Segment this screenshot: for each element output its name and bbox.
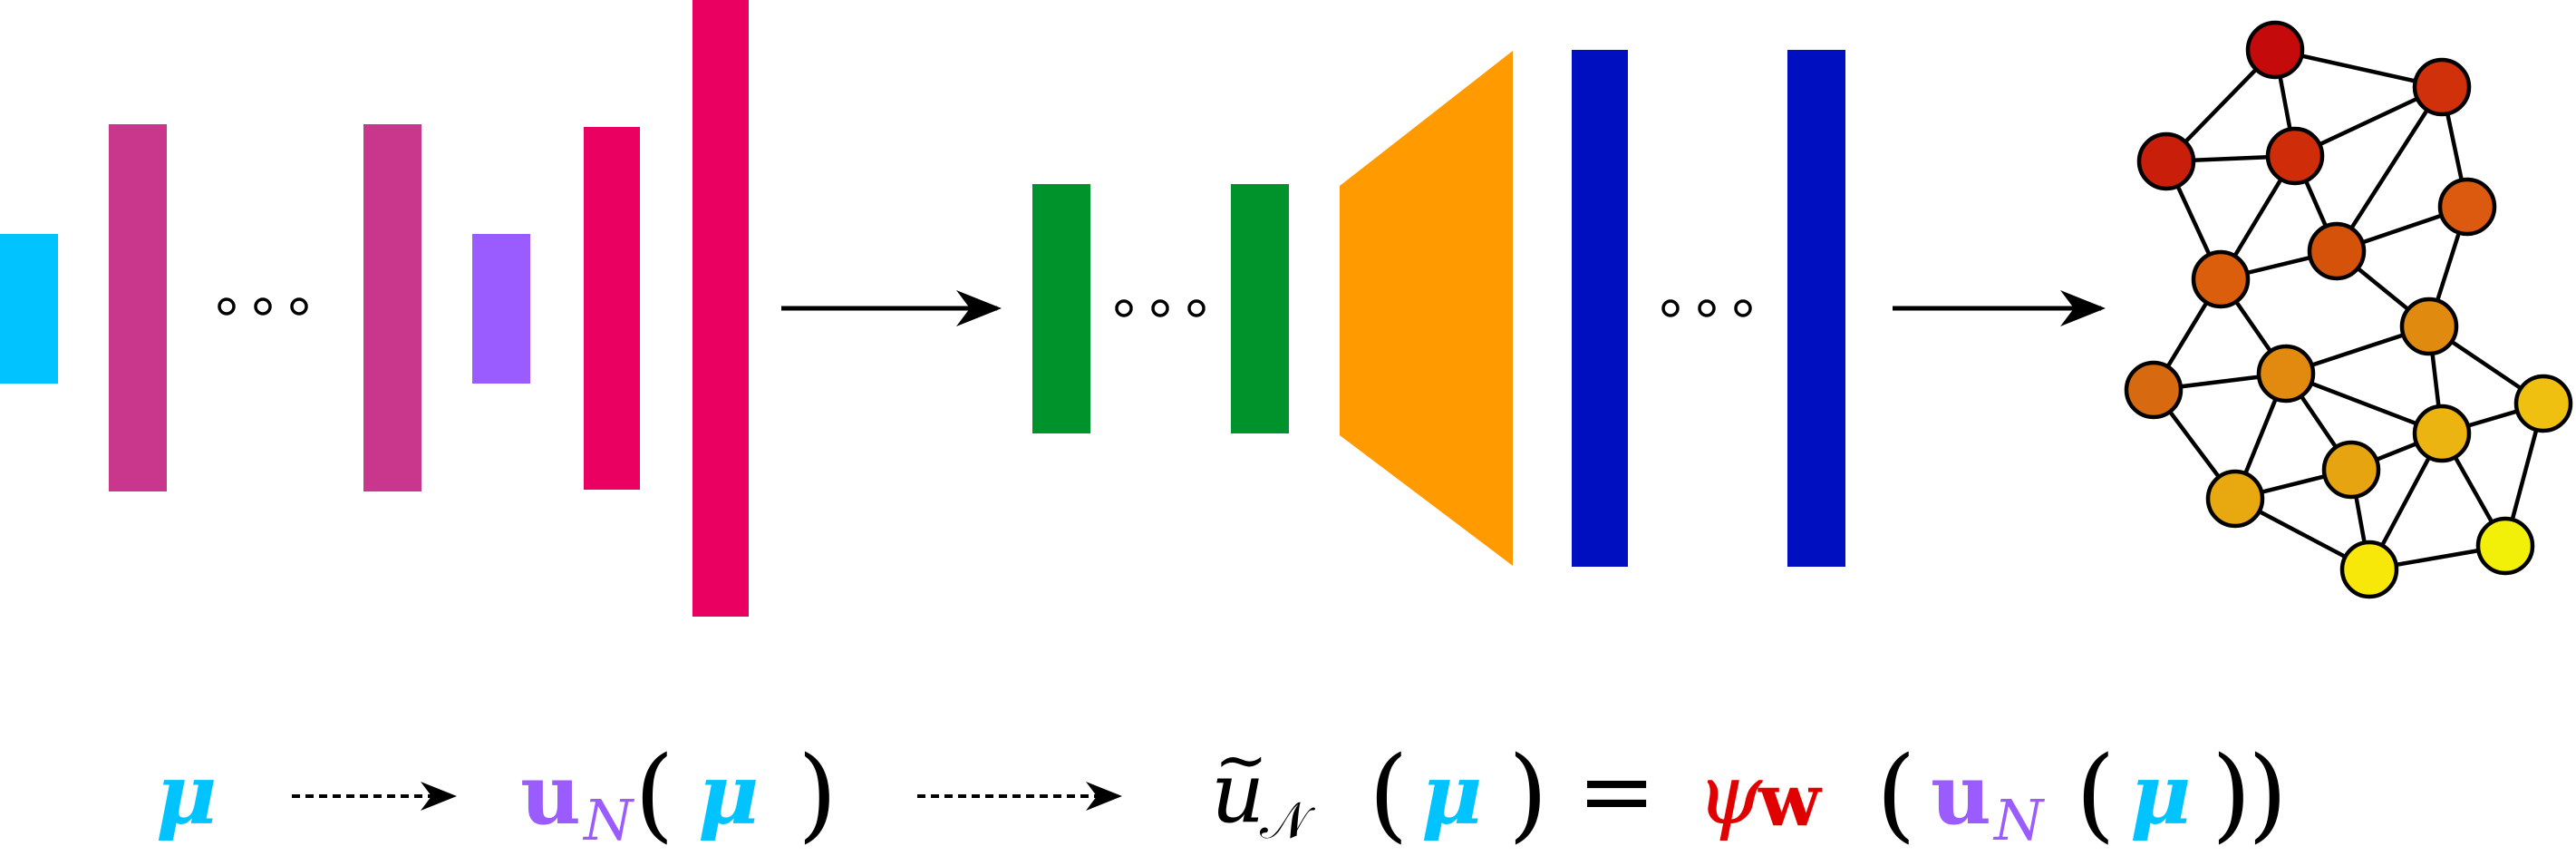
mesh-node bbox=[2339, 540, 2399, 599]
subscript-calN: 𝒩 bbox=[1260, 792, 1315, 851]
subscript-N-2: N bbox=[1992, 787, 2046, 853]
mesh-node bbox=[2136, 131, 2196, 191]
input-layer bbox=[0, 234, 58, 384]
lparen-3: ( bbox=[1876, 735, 1916, 853]
encoder-ellipsis-icon bbox=[218, 297, 308, 316]
w-subscript: w bbox=[1758, 757, 1823, 842]
mesh-node bbox=[2437, 177, 2497, 237]
mesh-node bbox=[2205, 469, 2265, 529]
mesh-node bbox=[2513, 374, 2573, 433]
formula-line: μ u N ( μ ) ~ u 𝒩 ( μ ) = ψ w ( u N ( μ … bbox=[156, 723, 2288, 853]
equals-sign: = bbox=[1577, 735, 1656, 846]
u-symbol-1: u bbox=[520, 745, 581, 843]
encoder-network bbox=[0, 0, 749, 617]
decoder-hidden-layer-1 bbox=[1032, 184, 1090, 433]
mesh-node bbox=[2191, 249, 2251, 309]
decoder-ellipsis-icon bbox=[1115, 299, 1206, 317]
upsampling-trapezoid bbox=[1340, 51, 1513, 566]
latent-layer bbox=[472, 234, 530, 384]
psi-symbol: ψ bbox=[1697, 746, 1763, 843]
rparen-2: ) bbox=[1508, 735, 1548, 853]
encoder-output-layer-1 bbox=[584, 127, 640, 490]
encoder-hidden-layer-1 bbox=[109, 124, 167, 491]
encoder-hidden-layer-2 bbox=[363, 124, 421, 491]
decoder-hidden-layer-2 bbox=[1231, 184, 1289, 433]
mesh-node bbox=[2265, 126, 2325, 186]
mesh-node bbox=[2412, 57, 2472, 117]
lparen-4: ( bbox=[2076, 735, 2116, 853]
mesh-nodes bbox=[2124, 20, 2573, 599]
lparen-1: ( bbox=[634, 735, 674, 853]
rparen-1: ) bbox=[798, 735, 838, 853]
lparen-2: ( bbox=[1369, 735, 1409, 853]
u-tilde-symbol: u bbox=[1211, 744, 1264, 841]
mesh-node bbox=[2321, 440, 2381, 500]
mesh-node bbox=[2245, 20, 2305, 80]
encoder-output-layer-2 bbox=[692, 0, 749, 617]
rparen-3: ) bbox=[2212, 735, 2252, 853]
mesh-node bbox=[2399, 297, 2459, 356]
mesh-node bbox=[2124, 360, 2184, 420]
mu-symbol-4: μ bbox=[2130, 745, 2191, 843]
tilde-accent: ~ bbox=[1215, 723, 1268, 797]
mesh-node bbox=[2307, 221, 2367, 281]
mesh-node bbox=[2256, 344, 2316, 404]
mesh-node bbox=[2475, 516, 2535, 576]
decoder-output-layer-1 bbox=[1572, 50, 1628, 567]
u-symbol-2: u bbox=[1931, 745, 1991, 843]
mu-symbol-1: μ bbox=[156, 745, 217, 843]
decoder-output-layer-2 bbox=[1787, 50, 1845, 567]
mesh-edge bbox=[2335, 85, 2444, 253]
mesh-node bbox=[2412, 404, 2472, 463]
mu-symbol-3: μ bbox=[1421, 745, 1482, 843]
decoder-network bbox=[1032, 50, 1845, 567]
decoder-output-ellipsis-icon bbox=[1661, 299, 1752, 317]
rparen-4: ) bbox=[2248, 735, 2288, 853]
mu-symbol-2: μ bbox=[698, 745, 759, 843]
subscript-N-1: N bbox=[582, 787, 635, 853]
